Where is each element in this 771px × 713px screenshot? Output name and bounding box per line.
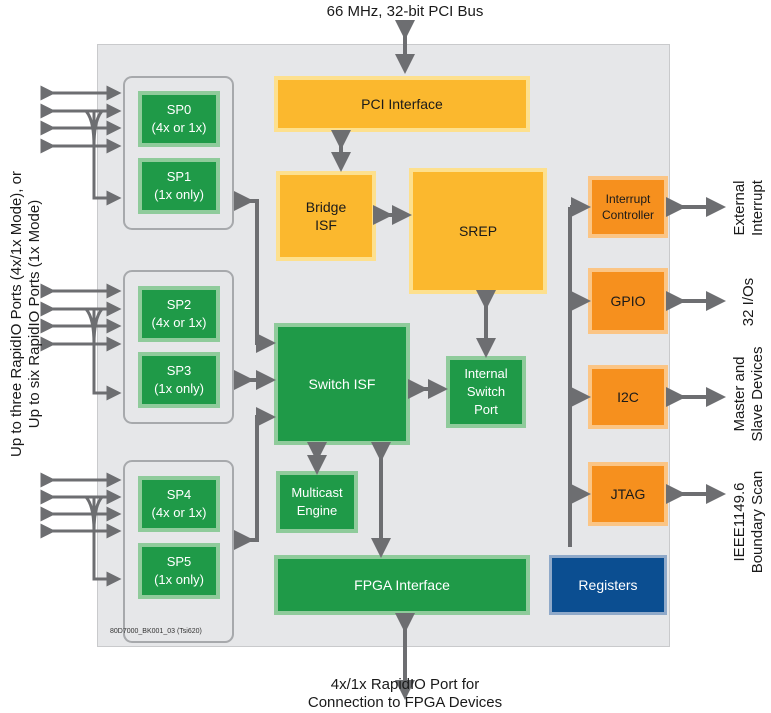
bridge-isf-block: Bridge ISF xyxy=(276,171,376,261)
sp5-block: SP5 (1x only) xyxy=(138,543,220,599)
internal-switch-port-block: Internal Switch Port xyxy=(446,356,526,428)
jtag-block: JTAG xyxy=(588,462,668,526)
pci-bus-label: 66 MHz, 32-bit PCI Bus xyxy=(326,3,484,20)
io-count-label: 32 I/Os xyxy=(740,277,757,327)
sp2-block: SP2 (4x or 1x) xyxy=(138,286,220,342)
i2c-devices-label: Master and Slave Devices xyxy=(731,346,766,442)
pci-interface-block: PCI Interface xyxy=(274,76,530,132)
fpga-port-label: 4x/1x RapidIO Port for Connection to FPG… xyxy=(307,676,503,711)
port-lane-arrow xyxy=(92,496,104,532)
sp45-switch-path xyxy=(234,407,276,550)
rapidio-ports-label: Up to three RapidIO Ports (4x/1x Mode), … xyxy=(8,171,43,457)
sp4-block: SP4 (4x or 1x) xyxy=(138,476,220,532)
sp3-block: SP3 (1x only) xyxy=(138,352,220,408)
external-interrupt-label: External Interrupt xyxy=(731,180,766,236)
sp0-block: SP0 (4x or 1x) xyxy=(138,91,220,147)
port-lane-arrow xyxy=(92,308,104,345)
port-lane-arrow xyxy=(92,110,104,147)
registers-block: Registers xyxy=(549,555,667,615)
boundary-scan-label: IEEE1149.6 Boundary Scan xyxy=(731,470,766,574)
switch-isf-block: Switch ISF xyxy=(274,323,410,445)
sp01-switch-path xyxy=(234,191,276,353)
part-code: 80D7000_BK001_03 (Tsi620) xyxy=(110,628,202,635)
sp1-block: SP1 (1x only) xyxy=(138,158,220,214)
